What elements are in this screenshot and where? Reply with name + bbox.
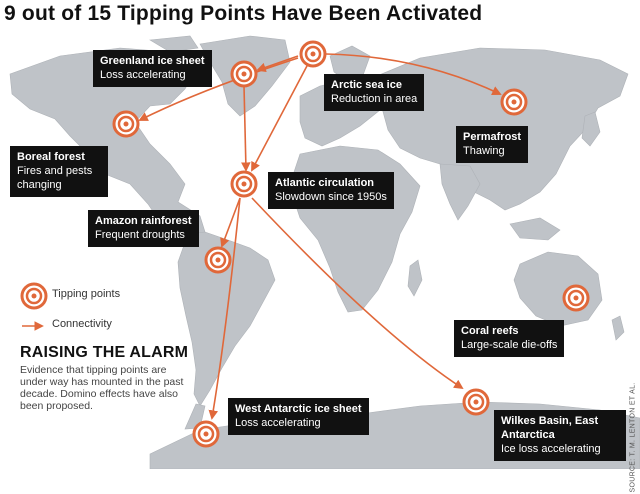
label-wilkes: Wilkes Basin, East Antarctica Ice loss a… [494,410,626,461]
new-zealand [611,315,625,341]
label-title: West Antarctic ice sheet [235,403,362,415]
world-map: Greenland ice sheet Loss accelerating Ar… [0,34,640,493]
label-title: Wilkes Basin, East Antarctica [501,415,599,441]
label-status: Loss accelerating [235,417,321,429]
label-greenland: Greenland ice sheet Loss accelerating [93,50,212,87]
se-asia-islands [509,217,561,241]
label-arctic: Arctic sea ice Reduction in area [324,74,425,111]
label-status: Slowdown since 1950s [275,191,387,203]
raising-alarm-title: RAISING THE ALARM [20,344,189,361]
arrow-arctic-permafrost [325,53,502,96]
label-status: Reduction in area [331,93,418,105]
madagascar [407,259,423,297]
marker-greenland [230,60,258,88]
label-title: Coral reefs [461,325,519,337]
legend-connectivity: Connectivity [20,318,112,330]
label-status: Large-scale die-offs [461,339,558,351]
legend-tipping-points-label: Tipping points [52,288,121,300]
marker-boreal [112,110,140,138]
source-text: SOURCE: T. M. LENTON ET AL. [629,382,637,493]
marker-arctic [299,40,327,68]
label-permafrost: Permafrost Thawing [456,126,529,163]
label-status: Fires and pests changing [17,165,93,191]
label-status: Loss accelerating [100,69,186,81]
india [439,163,481,221]
marker-atlantic [230,170,258,198]
australia [513,251,603,327]
source-credit: SOURCE: T. M. LENTON ET AL. [628,374,638,494]
label-title: Atlantic circulation [275,177,375,189]
marker-wilkes [462,388,490,416]
arrow-greenland-atlantic [241,85,251,172]
raising-alarm-body: Evidence that tipping points are under w… [20,364,184,412]
label-title: Arctic sea ice [331,79,402,91]
arrow-arctic-atlantic [251,63,309,172]
label-title: Amazon rainforest [95,215,192,227]
label-atlantic: Atlantic circulation Slowdown since 1950… [268,172,394,209]
connectivity-arrows [138,53,502,420]
headline: 9 out of 15 Tipping Points Have Been Act… [4,2,483,25]
label-title: Boreal forest [17,151,85,163]
arrow-arctic-greenland [256,55,299,72]
marker-permafrost [500,88,528,116]
legend-connectivity-label: Connectivity [52,318,112,330]
label-amazon: Amazon rainforest Frequent droughts [88,210,199,247]
africa [291,145,421,313]
marker-west-antarctic [192,420,220,448]
legend-tipping-points: Tipping points [20,288,120,300]
arctic-islands [149,35,199,53]
label-boreal: Boreal forest Fires and pests changing [10,146,108,197]
arrow-atlantic-wilkes [251,197,464,390]
marker-amazon [204,246,232,274]
label-status: Ice loss accelerating [501,443,601,455]
label-title: Permafrost [463,131,522,143]
label-status: Thawing [463,145,505,157]
label-coral: Coral reefs Large-scale die-offs [454,320,565,357]
arrow-arctic-boreal [138,57,299,121]
arrow-atlantic-westantarctic [208,197,241,420]
arrow-atlantic-amazon [220,197,241,248]
label-west-antarctic: West Antarctic ice sheet Loss accelerati… [228,398,369,435]
raising-alarm-panel: RAISING THE ALARM Evidence that tipping … [20,344,190,412]
label-title: Greenland ice sheet [100,55,205,67]
marker-coral [562,284,590,312]
label-status: Frequent droughts [95,229,185,241]
japan [581,111,601,147]
